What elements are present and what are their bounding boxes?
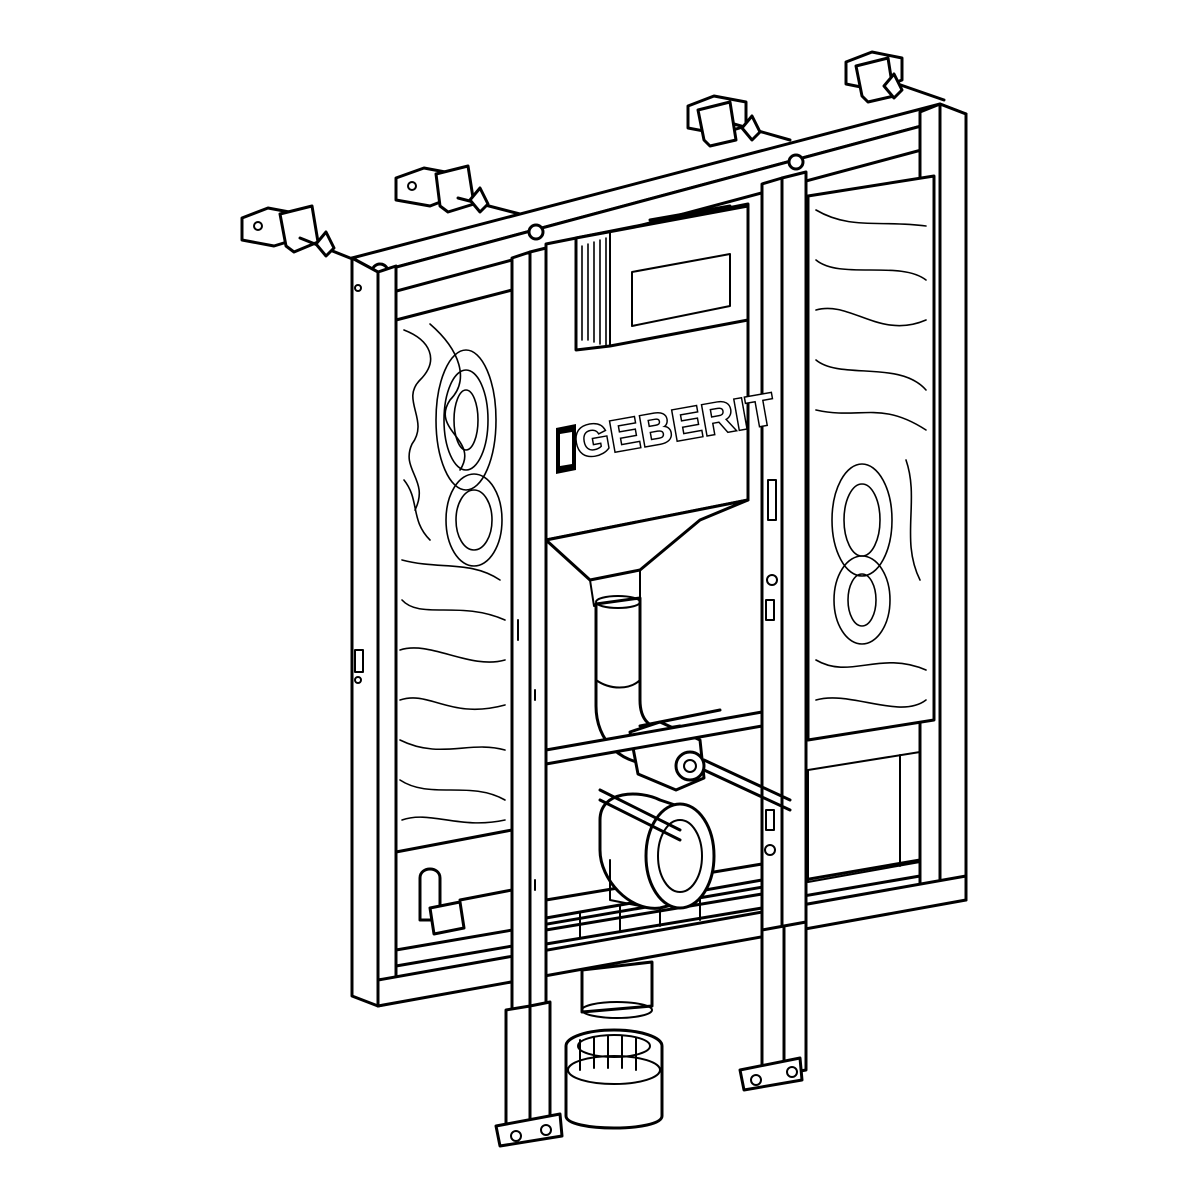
inner-right-post: [760, 170, 808, 948]
wall-bracket-3: [686, 94, 792, 148]
left-bottom-fitting: [418, 867, 514, 936]
left-timber-panel: [394, 288, 514, 854]
right-timber-panel: [806, 174, 936, 742]
right-adjustable-foot: [738, 920, 808, 1092]
wall-bracket-1: [240, 204, 362, 264]
inner-left-post: [510, 246, 548, 1022]
concealed-cistern: [544, 202, 750, 607]
wall-bracket-2: [394, 164, 522, 216]
grille-lines: [581, 237, 607, 347]
wall-bracket-4: [844, 50, 946, 104]
left-adjustable-foot: [494, 1000, 564, 1148]
drain-sleeve: [564, 1028, 664, 1130]
drain-pipe-stub: [580, 960, 654, 1019]
frame-left-post: [350, 256, 398, 1008]
drain-connector: [598, 788, 716, 910]
lower-right-bay: [807, 751, 921, 883]
